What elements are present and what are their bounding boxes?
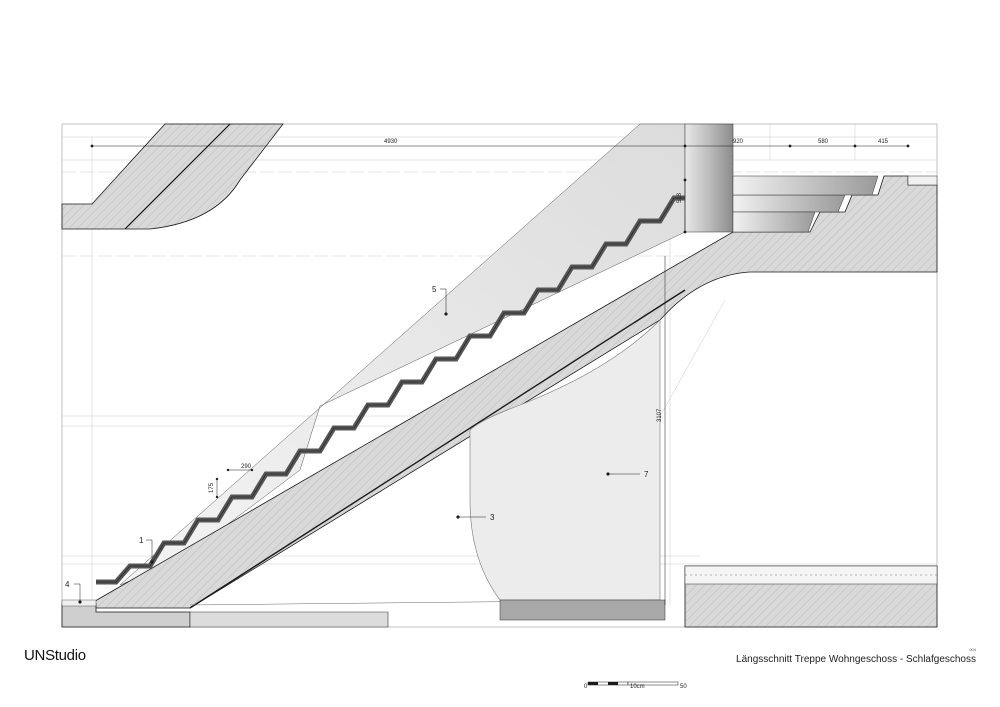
drawing-frame bbox=[61, 123, 938, 628]
scale-start: 0 bbox=[584, 684, 588, 690]
scale-end: 50 bbox=[680, 684, 687, 690]
lower-floor-strip bbox=[189, 611, 389, 628]
floor-opening bbox=[499, 599, 666, 621]
callout-1: 1 bbox=[139, 536, 144, 545]
dim-tread: 290 bbox=[241, 464, 252, 470]
dimension-lines bbox=[90, 144, 910, 605]
dim-top-right-a: 920 bbox=[733, 139, 744, 145]
callout-4: 4 bbox=[65, 580, 70, 589]
dim-vertical-upper: 518 bbox=[677, 192, 683, 203]
dim-vertical-total: 3107 bbox=[657, 408, 663, 422]
dim-riser: 175 bbox=[209, 482, 215, 493]
landing-treads bbox=[732, 175, 879, 233]
drawing-title: Längsschnitt Treppe Wohngeschoss - Schla… bbox=[736, 654, 976, 665]
dim-top-span: 4930 bbox=[384, 139, 398, 145]
upper-slab-left bbox=[61, 123, 284, 230]
brand-logo: UNStudio bbox=[24, 647, 86, 664]
sheet-number: 004 bbox=[969, 647, 976, 652]
dim-top-right-c: 415 bbox=[878, 139, 889, 145]
scale-mid: 10cm bbox=[630, 684, 645, 690]
callout-3: 3 bbox=[490, 513, 495, 522]
scale-bar: 0 10cm 50 bbox=[584, 681, 687, 690]
callout-7: 7 bbox=[644, 470, 649, 479]
dim-top-right-b: 580 bbox=[818, 139, 829, 145]
floor-buildup-top bbox=[907, 175, 938, 186]
column bbox=[684, 123, 734, 233]
support-void bbox=[469, 319, 661, 601]
callout-5: 5 bbox=[432, 285, 437, 294]
callout-leaders bbox=[74, 288, 640, 604]
